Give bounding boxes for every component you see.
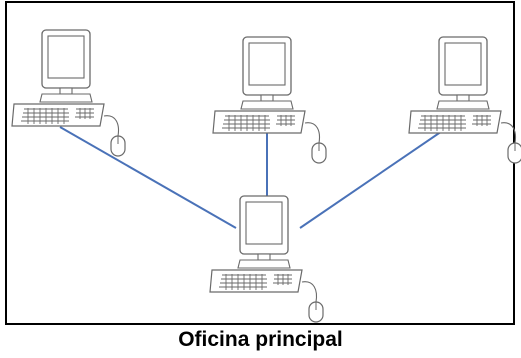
computer-middle-icon [212, 36, 327, 164]
diagram-caption: Oficina principal [178, 328, 343, 351]
computer-right-icon [408, 36, 521, 164]
computer-left-icon [11, 29, 126, 157]
network-links [59, 126, 449, 229]
computer-center-bottom-icon [209, 195, 324, 323]
link-left-to-center [59, 126, 237, 229]
link-right-to-center [299, 126, 449, 229]
